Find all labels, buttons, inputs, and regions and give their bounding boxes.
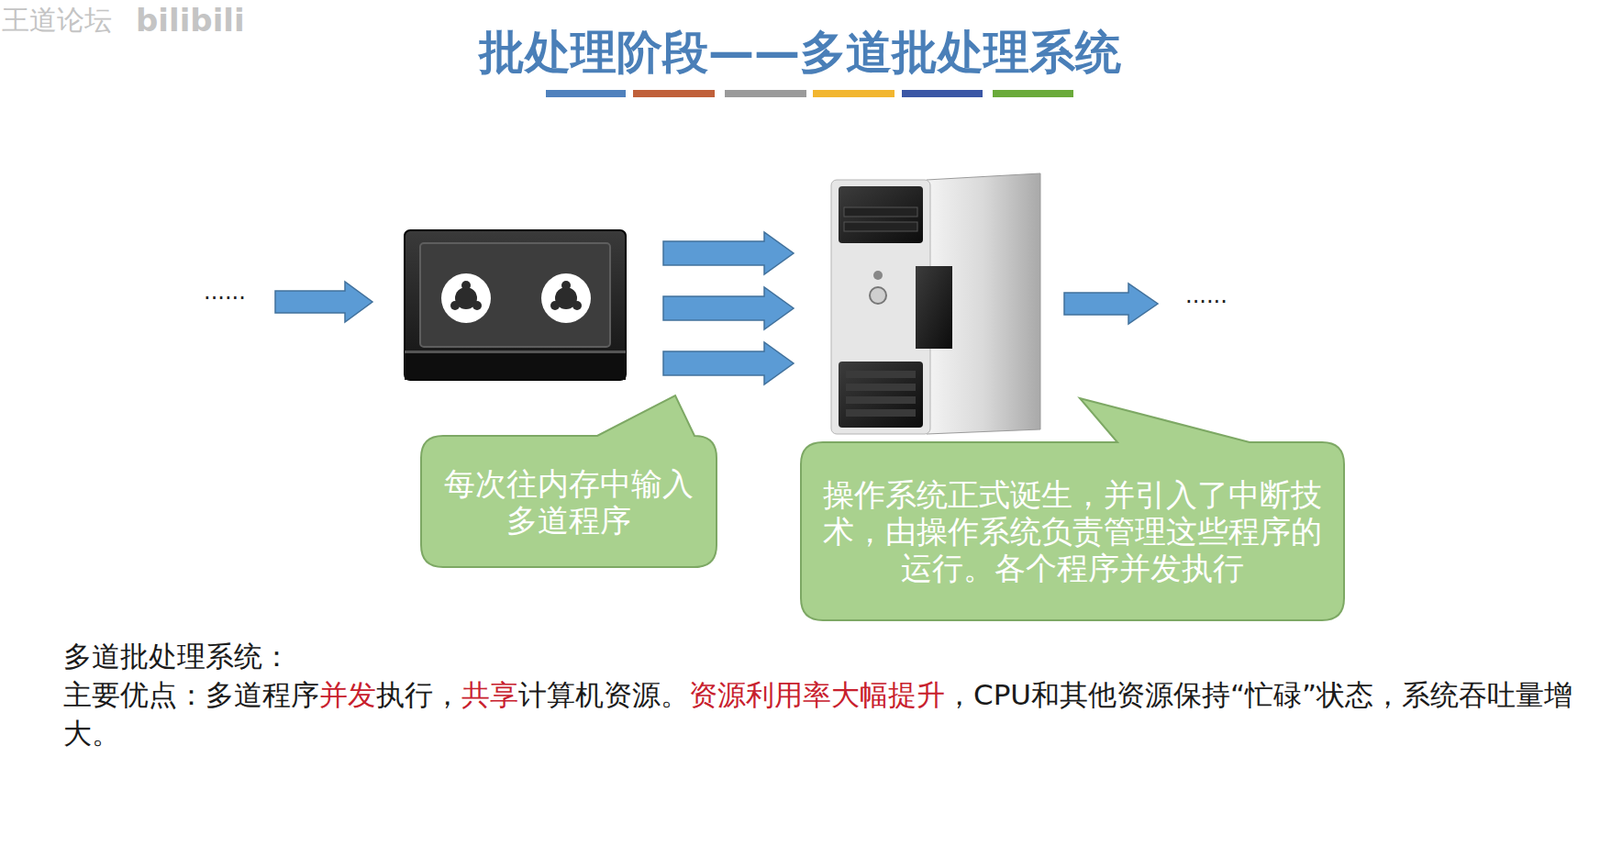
ellipsis: ...... (1185, 282, 1228, 310)
title-bars (545, 89, 1074, 98)
callout-bubble: 每次往内存中输入多道程序 (421, 435, 717, 567)
callout-body: 每次往内存中输入多道程序 (443, 465, 695, 539)
note-highlight: 并发 (319, 677, 377, 712)
ellipsis: ...... (203, 278, 246, 306)
tape-icon (404, 230, 626, 380)
note-highlight: 共享 (461, 677, 519, 712)
note-highlight: 资源利用率大幅提升 (688, 677, 945, 712)
note-text: 主要优点：多道程序 (63, 677, 320, 712)
watermark: 王道论坛 (1, 3, 112, 37)
callout-outline (421, 395, 717, 567)
note-text: 计算机资源。 (518, 677, 689, 712)
callout-outline (800, 398, 1345, 621)
note-text: 执行， (376, 677, 462, 712)
note-area: 多道批处理系统：主要优点：多道程序并发执行，共享计算机资源。资源利用率大幅提升，… (63, 636, 1589, 753)
computer-icon (831, 173, 1041, 434)
watermark: bilibili (135, 1, 245, 40)
callout-body: 操作系统正式诞生，并引入了中断技术，由操作系统负责管理这些程序的运行。各个程序并… (822, 476, 1323, 587)
note-heading: 多道批处理系统： (63, 636, 1589, 676)
note-paragraph: 主要优点：多道程序并发执行，共享计算机资源。资源利用率大幅提升，CPU和其他资源… (63, 675, 1589, 753)
callout-text: 每次往内存中输入多道程序 (443, 465, 695, 539)
callout-text: 操作系统正式诞生，并引入了中断技术，由操作系统负责管理这些程序的运行。各个程序并… (822, 476, 1323, 587)
callout-bubble: 操作系统正式诞生，并引入了中断技术，由操作系统负责管理这些程序的运行。各个程序并… (800, 442, 1345, 621)
